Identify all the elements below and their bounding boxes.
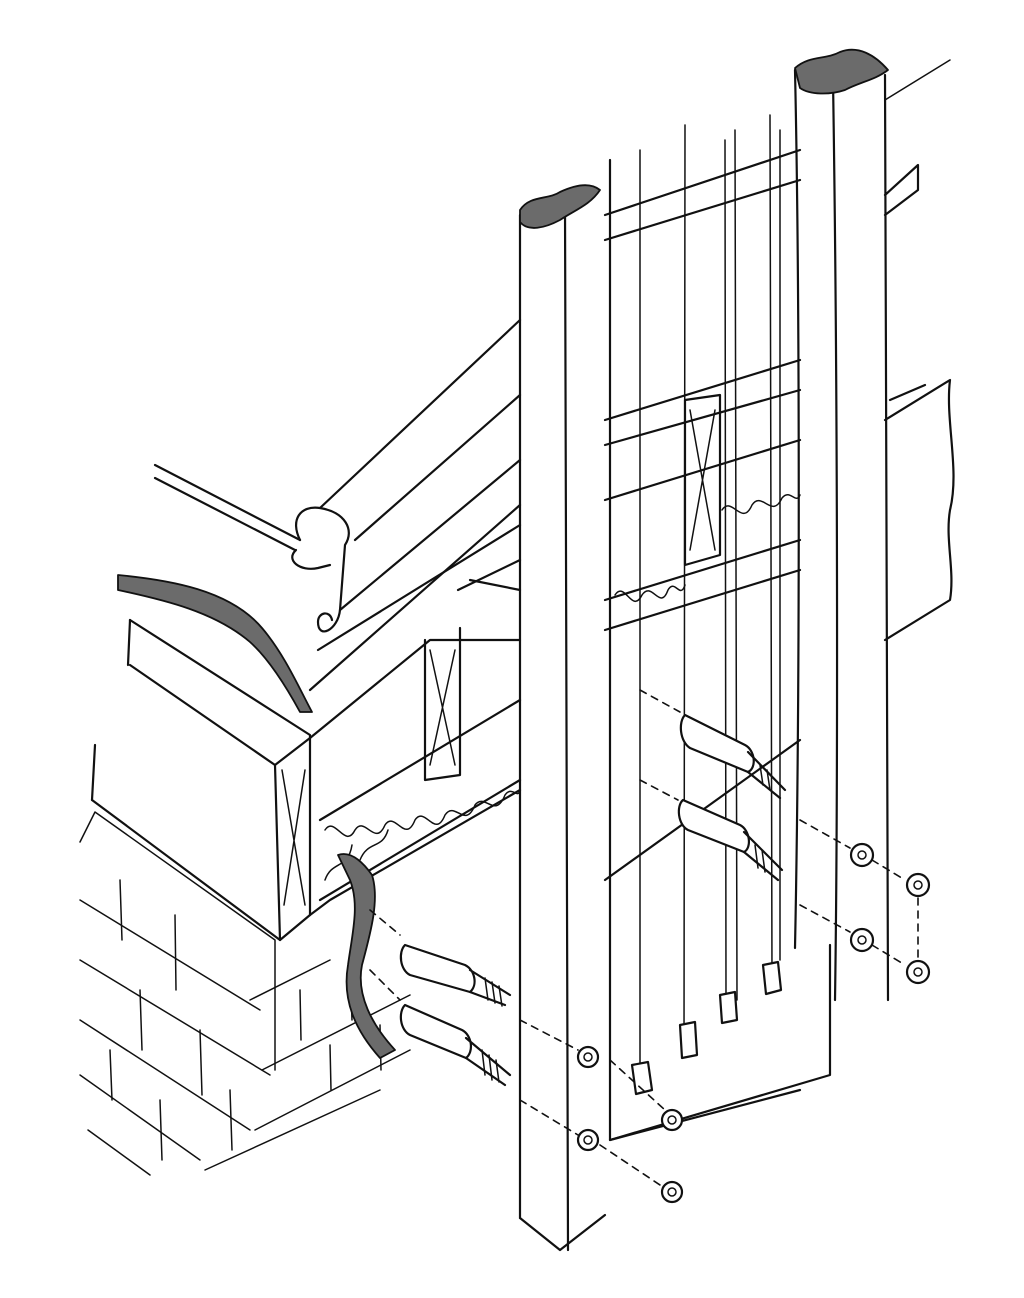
anchor-dowel-4	[639, 779, 784, 882]
anchor-dowel-3	[639, 689, 787, 800]
glazing-panel	[603, 114, 832, 1142]
background-rails	[883, 59, 955, 642]
sill-beam	[90, 618, 522, 942]
membrane-strip	[117, 574, 313, 713]
sash-rail	[153, 318, 522, 692]
brick-wall	[79, 811, 411, 1176]
anchor-dowel-2	[369, 969, 512, 1087]
fixing-washers	[576, 842, 931, 1204]
left-post	[518, 184, 607, 1252]
fixing-lines	[519, 819, 919, 1186]
right-post	[793, 48, 890, 1002]
anchor-dowel-1	[369, 909, 512, 1007]
cord-weights	[630, 960, 783, 1096]
flashing-tape	[337, 853, 396, 1059]
